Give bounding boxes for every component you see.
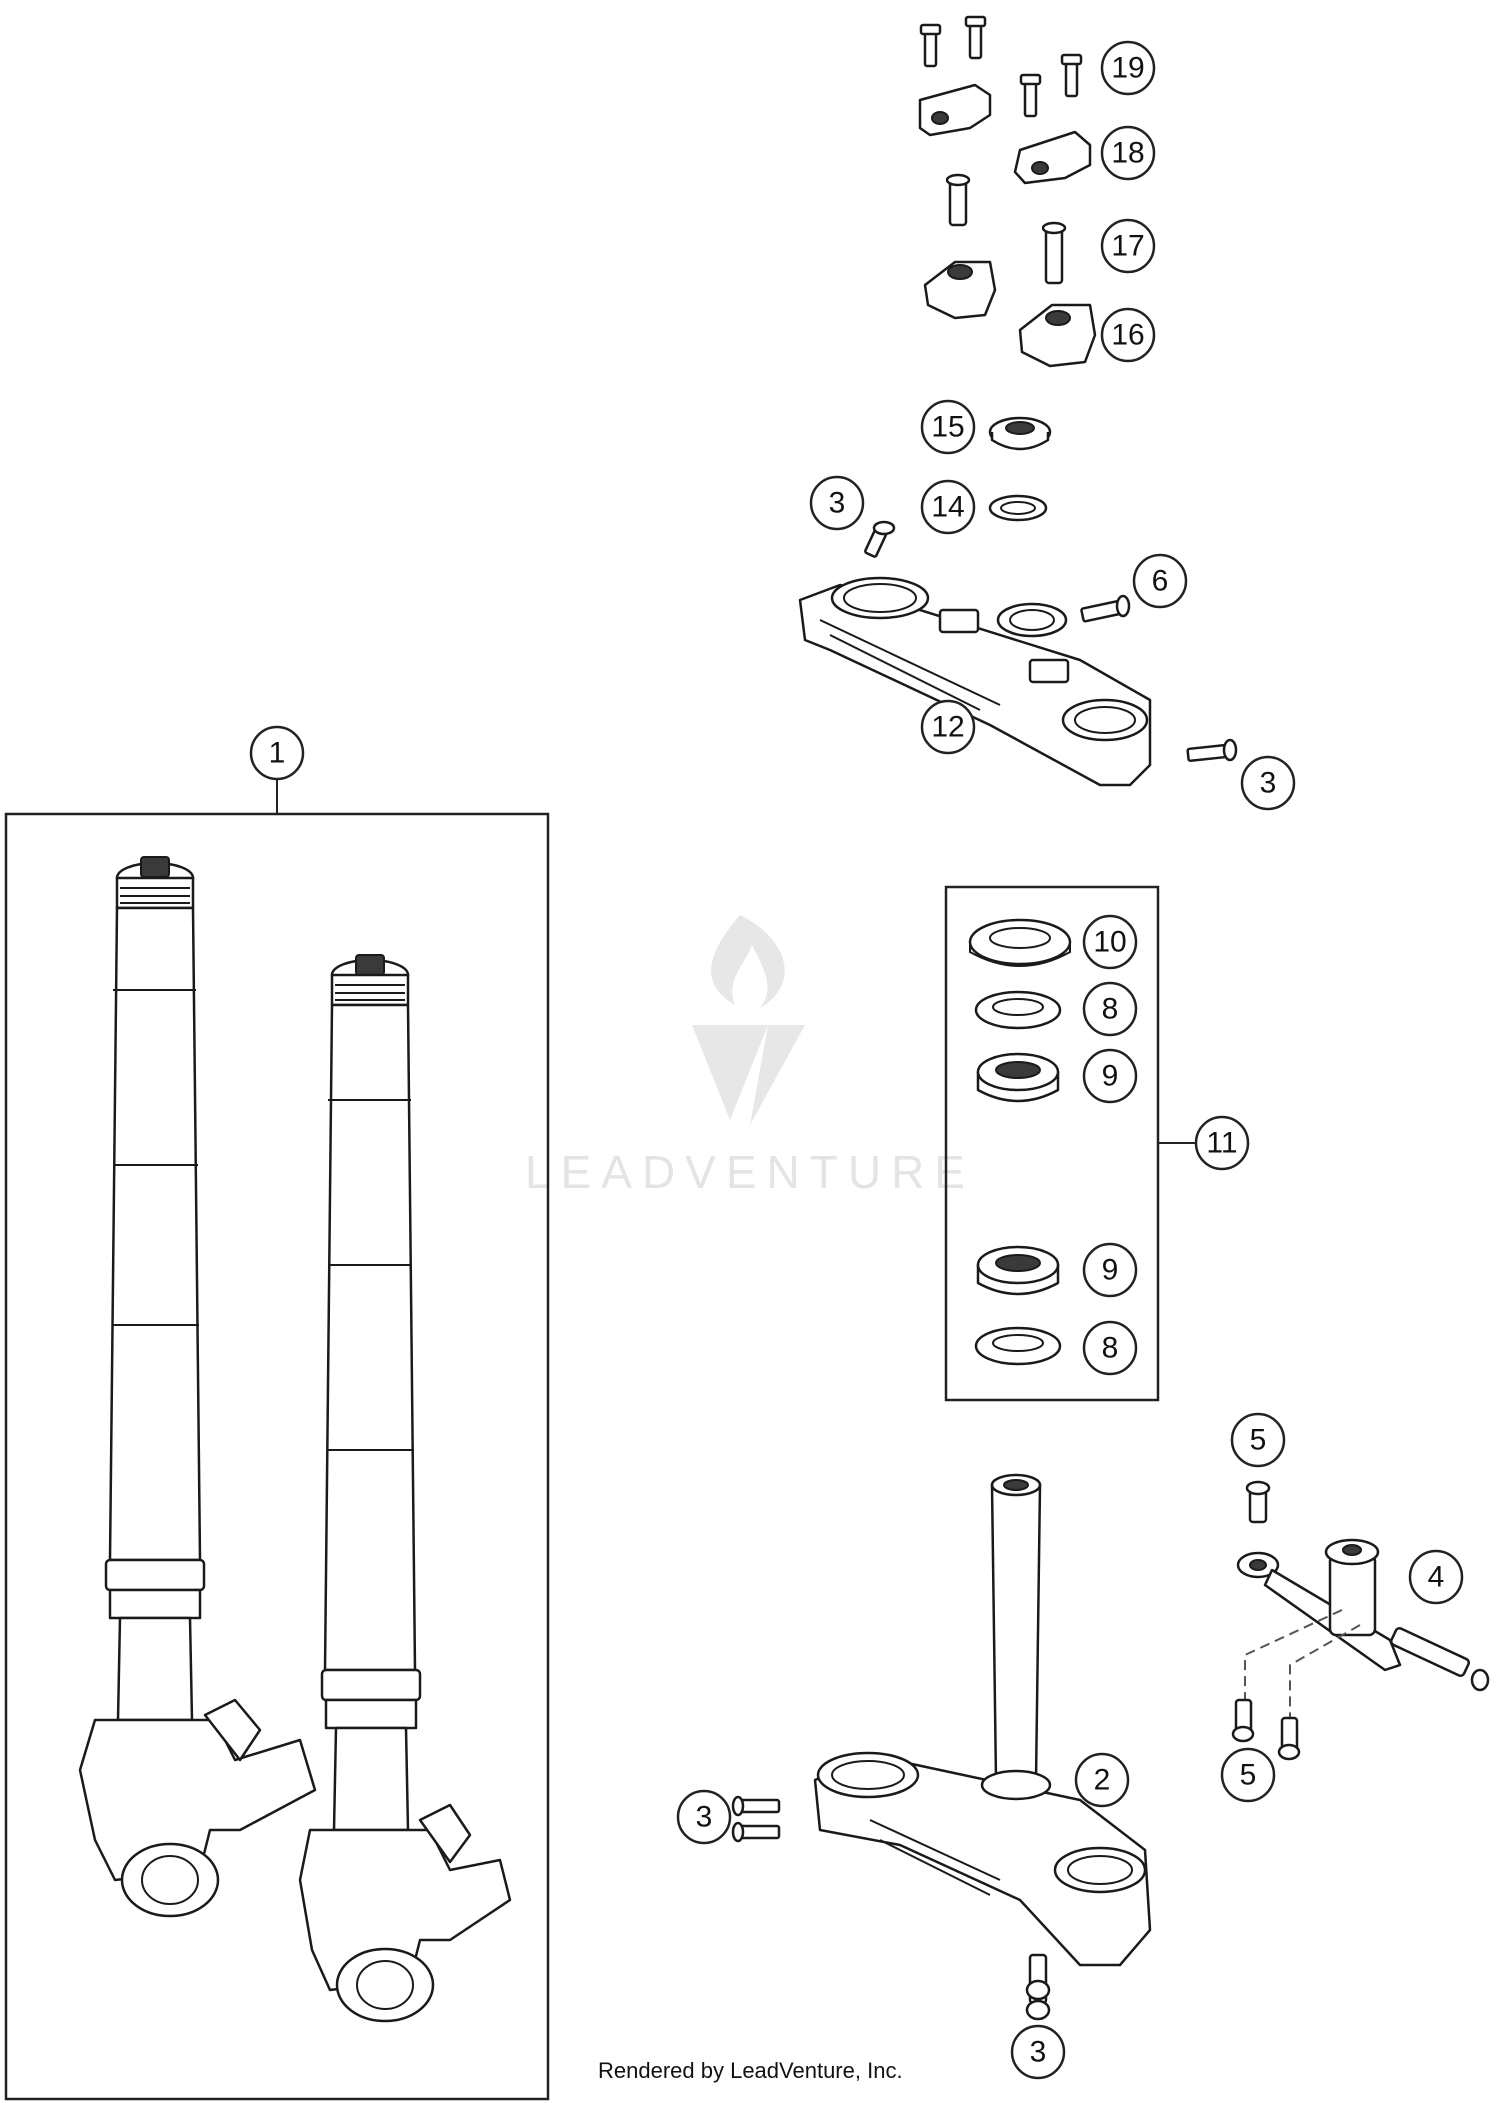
callout-19: 19 bbox=[1100, 40, 1156, 96]
callout-1: 1 bbox=[249, 725, 305, 781]
callout-14: 14 bbox=[920, 479, 976, 535]
clamp-18-set bbox=[918, 83, 1092, 185]
svg-text:16: 16 bbox=[1111, 319, 1144, 352]
bolt-5-top bbox=[1245, 1480, 1271, 1524]
bolt-3-upper-right bbox=[1186, 738, 1238, 763]
callout-5-bottom: 5 bbox=[1220, 1747, 1276, 1803]
bearing-9-upper bbox=[976, 1052, 1060, 1103]
callout-8-lower: 8 bbox=[1082, 1320, 1138, 1376]
bolt-3-clamp-pair bbox=[731, 1795, 781, 1843]
cap-nut-15 bbox=[988, 416, 1052, 451]
svg-text:5: 5 bbox=[1250, 1424, 1267, 1457]
callout-17: 17 bbox=[1100, 218, 1156, 274]
bearing-kit-11-box bbox=[944, 885, 1160, 1402]
seal-8-upper bbox=[974, 990, 1062, 1030]
render-credit: Rendered by LeadVenture, Inc. bbox=[598, 2058, 903, 2083]
bolt-19-set bbox=[919, 15, 1083, 118]
callout-16: 16 bbox=[1100, 307, 1156, 363]
svg-text:3: 3 bbox=[1260, 767, 1277, 800]
callout-3-upper-left: 3 bbox=[809, 475, 865, 531]
callout-2: 2 bbox=[1074, 1752, 1130, 1808]
bolt-17-set bbox=[945, 173, 1067, 285]
bolt-5-bottom-set bbox=[1231, 1698, 1301, 1761]
svg-text:19: 19 bbox=[1111, 52, 1144, 85]
fork-leg-left bbox=[78, 856, 317, 1918]
svg-text:10: 10 bbox=[1093, 926, 1126, 959]
callout-11: 11 bbox=[1194, 1115, 1250, 1171]
callout-10: 10 bbox=[1082, 914, 1138, 970]
callout-9-upper: 9 bbox=[1082, 1048, 1138, 1104]
svg-text:18: 18 bbox=[1111, 137, 1144, 170]
bolt-3-upper-left bbox=[864, 520, 896, 558]
upper-triple-clamp-12 bbox=[798, 576, 1152, 787]
steering-stem-2 bbox=[813, 1473, 1152, 1967]
damper-dashed-line-left bbox=[1244, 1609, 1343, 1700]
riser-16-set bbox=[923, 260, 1097, 368]
callout-3-upper-right: 3 bbox=[1240, 755, 1296, 811]
svg-text:8: 8 bbox=[1102, 1332, 1119, 1365]
bolt-3-stem-bottom bbox=[1025, 1953, 1051, 2021]
svg-text:3: 3 bbox=[696, 1801, 713, 1834]
watermark-text: LEADVENTURE bbox=[525, 1146, 975, 1198]
svg-text:15: 15 bbox=[931, 411, 964, 444]
svg-text:1: 1 bbox=[269, 737, 286, 770]
callout-9-lower: 9 bbox=[1082, 1242, 1138, 1298]
seal-8-lower bbox=[974, 1326, 1062, 1366]
svg-text:3: 3 bbox=[1030, 2036, 1047, 2069]
svg-text:3: 3 bbox=[829, 487, 846, 520]
bearing-cup-10 bbox=[968, 918, 1072, 967]
washer-14 bbox=[988, 494, 1048, 522]
svg-text:6: 6 bbox=[1152, 565, 1169, 598]
svg-text:8: 8 bbox=[1102, 993, 1119, 1026]
svg-text:17: 17 bbox=[1111, 230, 1144, 263]
callout-4: 4 bbox=[1408, 1549, 1464, 1605]
callout-8-upper: 8 bbox=[1082, 981, 1138, 1037]
callout-12: 12 bbox=[920, 699, 976, 755]
leadventure-watermark: LEADVENTURE bbox=[525, 915, 975, 1198]
bearing-9-lower bbox=[976, 1245, 1060, 1296]
fork-leg-right bbox=[298, 954, 512, 2023]
callout-18: 18 bbox=[1100, 125, 1156, 181]
callout-6: 6 bbox=[1132, 553, 1188, 609]
svg-text:11: 11 bbox=[1206, 1127, 1237, 1160]
svg-text:9: 9 bbox=[1102, 1254, 1119, 1287]
callout-3-clamp: 3 bbox=[676, 1789, 732, 1845]
steering-damper-4 bbox=[1236, 1538, 1490, 1692]
svg-text:4: 4 bbox=[1428, 1561, 1445, 1594]
svg-text:12: 12 bbox=[931, 711, 964, 744]
svg-text:14: 14 bbox=[931, 491, 964, 524]
bolt-6 bbox=[1080, 594, 1131, 623]
callout-15: 15 bbox=[920, 399, 976, 455]
svg-text:5: 5 bbox=[1240, 1759, 1257, 1792]
svg-text:2: 2 bbox=[1094, 1764, 1111, 1797]
callout-5-top: 5 bbox=[1230, 1412, 1286, 1468]
callout-3-stem-bottom: 3 bbox=[1010, 2024, 1066, 2080]
svg-text:9: 9 bbox=[1102, 1060, 1119, 1093]
damper-dashed-line-right bbox=[1289, 1624, 1361, 1718]
